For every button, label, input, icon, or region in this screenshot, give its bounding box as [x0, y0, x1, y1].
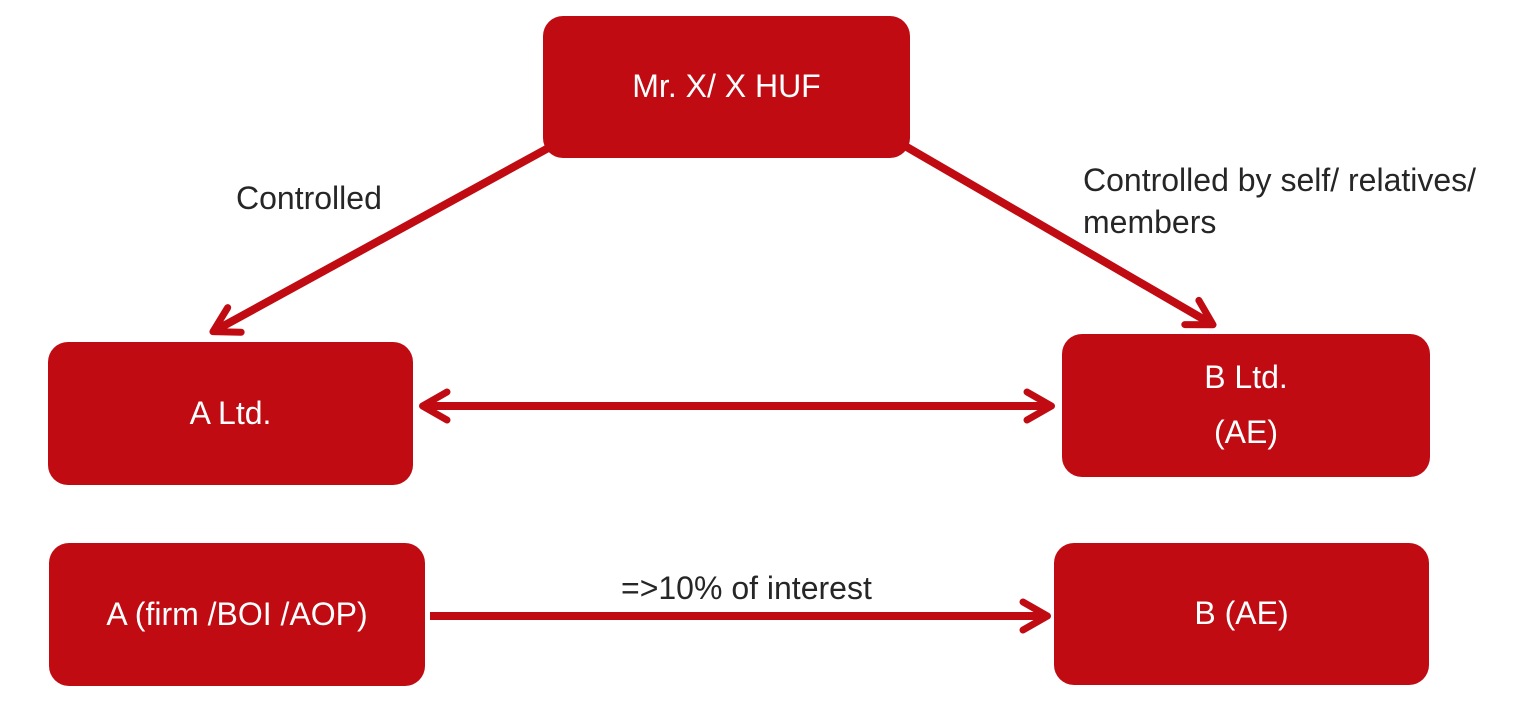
node-b-ltd-sublabel: (AE)	[1214, 414, 1278, 450]
node-a-ltd-label: A Ltd.	[189, 394, 272, 431]
node-b-ltd-label: B Ltd.	[1204, 359, 1288, 396]
node-b-ltd: B Ltd. (AE)	[1062, 334, 1430, 477]
node-a-ltd: A Ltd.	[48, 342, 413, 485]
node-mr-x-label: Mr. X/ X HUF	[632, 68, 821, 105]
node-a-firm: A (firm /BOI /AOP)	[49, 543, 425, 686]
node-b-ae-label: B (AE)	[1194, 595, 1289, 632]
node-a-firm-label: A (firm /BOI /AOP)	[106, 595, 368, 632]
edge-label-controlled: Controlled	[236, 180, 382, 216]
edge-label-controlled-by-self: Controlled by self/ relatives/ members	[1083, 162, 1477, 240]
edge-label-10pct-interest: =>10% of interest	[621, 570, 872, 606]
node-mr-x: Mr. X/ X HUF	[543, 16, 910, 158]
node-b-ae: B (AE)	[1054, 543, 1429, 685]
edge-mrx-to-altd-arrow	[209, 142, 554, 336]
